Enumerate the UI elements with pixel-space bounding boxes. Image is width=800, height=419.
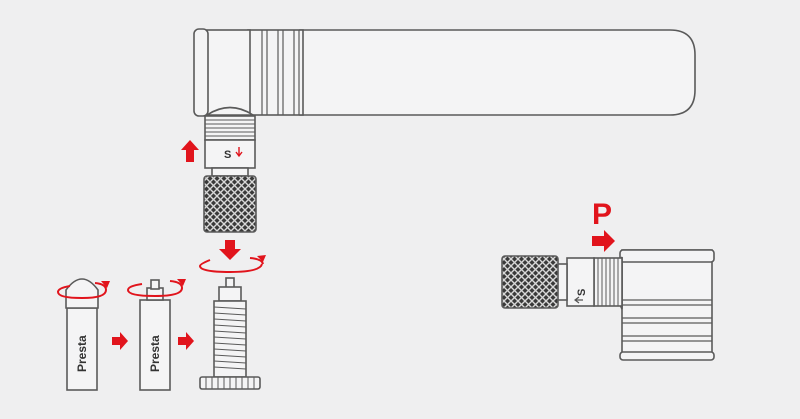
presta-valve-threaded (199, 277, 261, 390)
up-arrow-icon (181, 140, 199, 162)
schrader-marker-label: S (224, 149, 231, 161)
pump-knurled-knob (203, 175, 257, 233)
valve-type-label-1: Presta (75, 335, 89, 372)
pump-dome (204, 106, 256, 116)
side-pump-selector (566, 257, 595, 307)
side-pump-body (621, 249, 713, 359)
presta-valve-capped (65, 278, 99, 391)
pump-collar-ribs (247, 29, 304, 116)
valve-type-label-2: Presta (148, 335, 162, 372)
side-schrader-marker-label: S (576, 289, 588, 296)
schrader-down-arrow-icon (235, 147, 243, 158)
pump-barrel (299, 29, 696, 116)
side-pump-thread (593, 257, 623, 307)
rotate-arrow-icon-core (126, 279, 186, 298)
valve-stem-1 (66, 307, 98, 391)
pump-selector-body (204, 139, 256, 169)
right-arrow-icon (592, 230, 615, 252)
rotate-arrow-icon-cap (56, 281, 110, 300)
down-arrow-icon (219, 240, 241, 260)
step-arrow-icon-2 (178, 332, 194, 350)
side-schrader-arrow-icon (574, 296, 583, 304)
pump-top-assembly (193, 28, 696, 233)
step-arrow-icon-1 (112, 332, 128, 350)
valve-cap (65, 278, 99, 309)
pump-neck (211, 167, 249, 177)
valve-stem-2 (139, 299, 171, 391)
rotate-arrow-icon-valve (198, 255, 266, 274)
pump-head (205, 29, 251, 116)
presta-valve-open (139, 279, 171, 391)
side-pump-base (619, 351, 715, 361)
pump-side-assembly (501, 249, 715, 361)
side-pump-knurled-knob (501, 255, 559, 309)
valve-core-3 (218, 286, 242, 302)
side-pump-top (619, 249, 715, 263)
valve-tip-2 (150, 279, 160, 290)
presta-marker-label: P (592, 198, 612, 231)
pump-head-cap (193, 28, 209, 117)
